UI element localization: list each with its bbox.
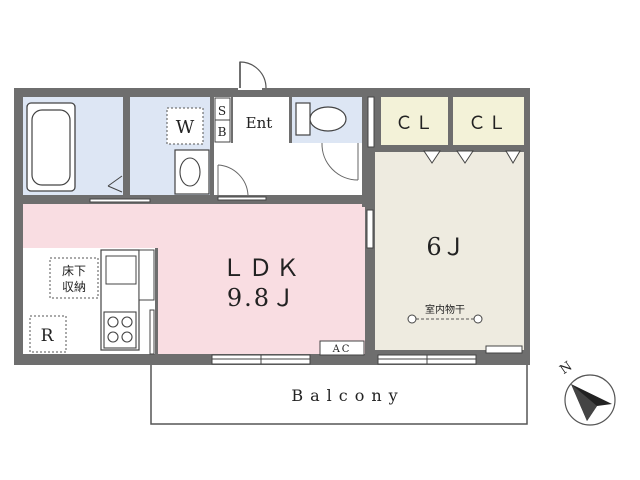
shoe-box [214, 97, 231, 143]
bedroom-size-label: 6Ｊ [426, 233, 465, 261]
balcony-area [150, 361, 528, 425]
toilet-door-swing [321, 142, 359, 181]
refrigerator-label: R [41, 326, 55, 346]
closet-1-floor [381, 97, 448, 145]
compass-icon: N [557, 359, 616, 426]
bath-door [107, 175, 123, 193]
washer-label: W [176, 117, 195, 138]
wash-basin-icon [174, 149, 210, 195]
closet-doors [423, 150, 521, 164]
indoor-drying-rail [407, 314, 483, 324]
entrance-label: Ent [246, 114, 273, 132]
hallway-floor [214, 143, 362, 195]
stove-icon [103, 311, 137, 349]
ldk-size-label: 9.8Ｊ [227, 284, 297, 312]
underfloor-storage [49, 257, 99, 299]
air-conditioner-box [319, 340, 365, 356]
ldk-label: ＬＤＫ [222, 254, 303, 282]
compass-north-label: N [557, 359, 575, 378]
closet-2-floor [453, 97, 524, 145]
entrance-door [238, 61, 267, 90]
air-conditioner-label: AC [332, 344, 352, 355]
sliding-doors [89, 96, 375, 249]
hallway-door-swing [217, 164, 249, 196]
closet-1-label: ＣＬ [395, 113, 435, 134]
indoor-drying-label: 室内物干 [425, 303, 465, 316]
balcony-label: Balcony [291, 386, 404, 405]
refrigerator-space [29, 315, 67, 353]
windows [149, 309, 477, 365]
toilet-icon [295, 102, 347, 136]
closet-2-label: ＣＬ [468, 113, 508, 134]
underfloor-storage-label-2: 収納 [62, 280, 86, 294]
entrance-floor [233, 97, 289, 143]
shoe-box-b-label: B [218, 125, 227, 139]
kitchen-counter [100, 249, 155, 351]
shoe-box-s-label: S [218, 104, 226, 118]
underfloor-storage-label-1: 床下 [62, 264, 86, 278]
bathtub-icon [26, 102, 76, 192]
washer-space [166, 107, 204, 145]
bedroom-floor [375, 152, 524, 350]
bedroom-vent [485, 345, 523, 354]
